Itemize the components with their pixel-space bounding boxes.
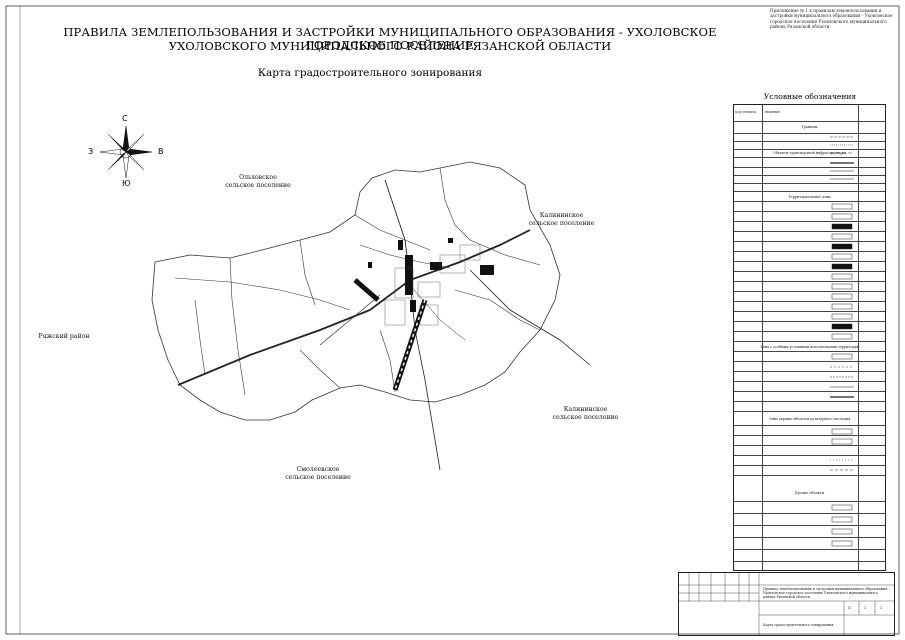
title-block-sheets: 1: [880, 606, 883, 610]
title-block-stage: П: [848, 606, 851, 610]
label-olkhovskoe: Ольховское сельское поселение: [225, 174, 291, 189]
legend-section-other: Прочие объекты: [794, 491, 825, 495]
legend-section-heritage: Зоны охраны объектов культурного наследи…: [768, 417, 851, 421]
legend-section-transport: Объекты транспортной инфраструктуры: [772, 151, 847, 155]
legend-swatches: [830, 136, 854, 547]
legend-section-boundaries: Границы: [801, 125, 818, 129]
legend-section-restrictions: Зоны с особыми условиями использования т…: [759, 345, 860, 349]
legend-header-code: Код объекта: [735, 111, 756, 114]
main-road-se: [469, 269, 591, 366]
title-line-1: ПРАВИЛА ЗЕМЛЕПОЛЬЗОВАНИЯ И ЗАСТРОЙКИ МУН…: [63, 25, 717, 52]
title-block: Правила землепользования и застройки мун…: [678, 572, 895, 636]
legend-table: Код объекта Значение Границы Объекты тра…: [733, 104, 886, 571]
label-ryazhsky: Ряжский район: [38, 333, 90, 340]
compass-e: В: [158, 147, 164, 156]
legend-header-name: Значение: [764, 111, 781, 114]
title-block-sheet: 1: [864, 606, 867, 610]
label-kalininskoe-se: Калининское сельское поселение: [552, 406, 619, 421]
title-block-sheet-name: Карта градостроительного зонирования: [763, 623, 834, 627]
compass-n: С: [122, 114, 128, 123]
highway-road: [177, 229, 531, 386]
settlement-boundary: [151, 161, 561, 421]
label-kalininskoe-ne: Калининское сельское поселение: [528, 212, 595, 227]
appendix-note: Приложение № 1 к правилам землепользован…: [770, 8, 893, 30]
main-road-s: [409, 279, 441, 471]
compass-w: З: [88, 147, 94, 156]
title-line-2: УХОЛОВСКОГО МУНИЦИПАЛЬНОГО РАЙОНА РЯЗАНС…: [168, 39, 612, 53]
compass-s: Ю: [122, 179, 131, 188]
map-subtitle: Карта градостроительного зонирования: [257, 67, 483, 79]
industrial-strip: [353, 278, 380, 302]
legend-section-zones: Территориальные зоны: [788, 195, 831, 199]
legend-title: Условные обозначения: [763, 92, 857, 101]
title-block-org: Правила землепользования и застройки мун…: [763, 587, 890, 599]
label-smoleevskoe: Смолеевское сельское поселение: [285, 466, 351, 481]
compass-icon: С Ю З В: [88, 114, 164, 188]
